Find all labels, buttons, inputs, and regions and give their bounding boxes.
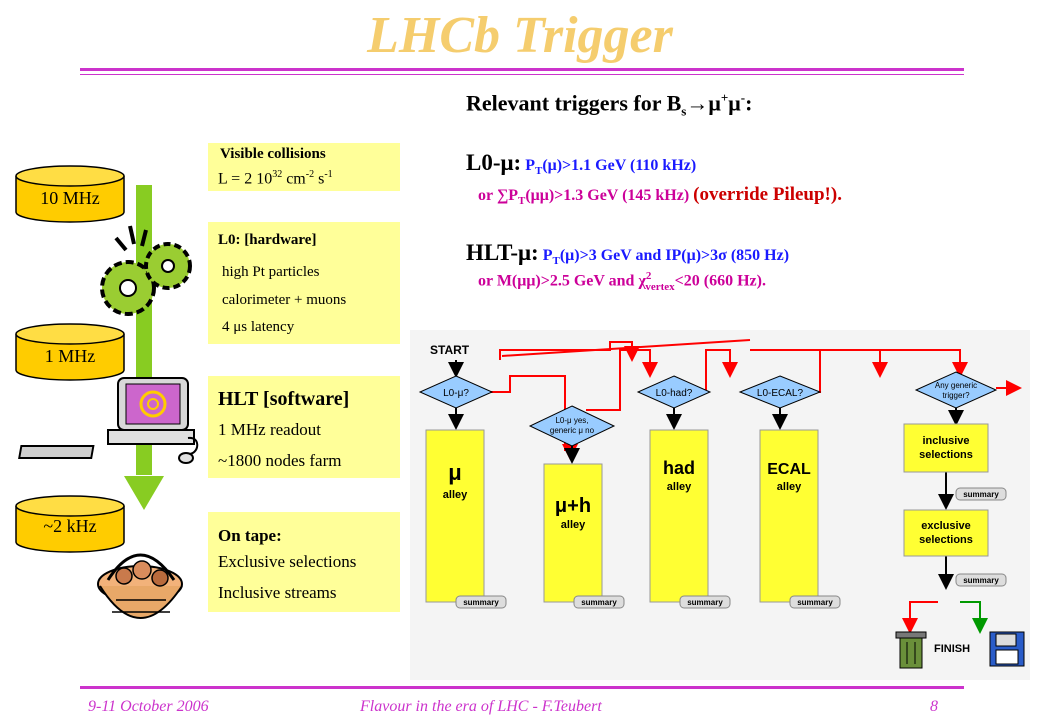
mu-alley-title: μ [448,460,461,485]
d3-label: L0-had? [656,388,693,399]
hlt-flowchart: START L0-μ? L0-μ yes, generic μ no L0-ha… [410,330,1030,680]
mu-alley-sub: alley [443,489,468,501]
l0-line-3: 4 μs latency [222,319,295,335]
diamond-l0-ecal [738,375,822,409]
diamond-any-generic [914,371,998,409]
summary-6: summary [963,576,999,585]
trash-can-icon [895,631,927,669]
summary-3: summary [687,598,723,607]
footer-date: 9-11 October 2006 [88,698,209,715]
d5-label-b: trigger? [942,391,970,400]
exclusive-label-a: exclusive [921,520,971,532]
hlt-mass-line: or M(μμ)>2.5 GeV and χ2vertex<20 (660 Hz… [478,270,766,293]
summary-labels: summary summary summary summary summary … [463,490,999,607]
exclusive-selections-box [903,509,989,557]
pipeline-arrow [124,476,164,510]
inclusive-label-b: selections [919,449,973,461]
had-alley-title: had [663,458,695,478]
inclusive-selections-box [903,423,989,473]
l0-mu-line: L0-μ: PT(μ)>1.1 GeV (110 kHz) [466,150,697,178]
l0-sum-pt-line: or ∑PT(μμ)>1.3 GeV (145 kHz) (override P… [478,184,842,208]
rate-cylinder-10mhz [15,165,125,223]
d1-label: L0-μ? [443,388,469,399]
l0-box-title: L0: [hardware] [218,232,317,248]
hlt-mu-line: HLT-μ: PT(μ)>3 GeV and IP(μ)>3σ (850 Hz) [466,240,790,268]
footer-talk: Flavour in the era of LHC - F.Teubert [360,698,602,715]
summary-badges [455,487,1007,609]
luminosity-text: L = 2 1032 cm-2 s-1 [218,169,333,188]
floppy-disk-icon [989,631,1025,667]
hlt-line-2: ~1800 nodes farm [218,451,342,470]
summary-4: summary [797,598,833,607]
on-tape-line-2: Inclusive streams [218,583,337,602]
had-alley-sub: alley [667,481,692,493]
diamond-l0-mu-yes [528,405,616,447]
d5-label-a: Any generic [935,381,977,390]
relevant-triggers-heading: Relevant triggers for Bs→μ+μ-: [466,90,753,119]
diamond-labels: L0-μ? L0-μ yes, generic μ no L0-had? L0-… [443,381,977,435]
basket-icon [97,553,183,619]
hlt-line-1: 1 MHz readout [218,420,321,439]
l0-line-2: calorimeter + muons [222,292,347,308]
had-alley-box [649,429,709,603]
on-tape-box: On tape: Exclusive selections Inclusive … [208,512,400,612]
mu-alley-box [425,429,485,603]
title-rule-top [80,68,964,71]
ecal-alley-sub: alley [777,481,802,493]
summary-2: summary [581,598,617,607]
gears-icon [100,242,192,316]
visible-collisions-box: Visible collisions L = 2 1032 cm-2 s-1 [208,143,400,191]
footer-page-number: 8 [930,698,938,715]
rate-10mhz-label: 10 MHz [40,188,100,208]
d2-label-b: generic μ no [550,426,595,435]
summary-5: summary [963,490,999,499]
spark-lines [114,225,148,252]
trigger-pipeline-graphic [18,185,199,619]
diamond-l0-had [636,375,712,409]
ecal-alley-title: ECAL [767,461,811,478]
rate-cylinder-2khz [15,495,125,553]
d4-label: L0-ECAL? [757,388,804,399]
mu-h-alley-title: μ+h [555,495,591,517]
decision-diamonds [418,371,998,447]
d2-label-a: L0-μ yes, [555,416,588,425]
mu-h-alley-box [543,463,603,603]
l0-hardware-box: L0: [hardware] high Pt particles calorim… [208,222,400,344]
green-finish-line [960,601,988,634]
hlt-software-box: HLT [software] 1 MHz readout ~1800 nodes… [208,376,400,478]
l0-line-1: high Pt particles [222,264,320,280]
mu-h-alley-sub: alley [561,519,586,531]
rate-cylinder-1mhz [15,323,125,381]
rate-2khz-label: ~2 kHz [43,516,97,536]
footer-rule [80,686,964,689]
inclusive-label-a: inclusive [922,435,969,447]
alley-labels: μ alley μ+h alley had alley ECAL alley i… [443,435,973,546]
computer-icon [18,377,199,464]
visible-collisions-title: Visible collisions [220,146,326,162]
hlt-box-title: HLT [software] [218,388,350,410]
exclusive-label-b: selections [919,534,973,546]
ecal-alley-box [759,429,819,603]
title-rule-thin [80,74,964,75]
on-tape-line-1: Exclusive selections [218,552,357,571]
alley-boxes [425,423,989,603]
slide-title: LHCb Trigger [367,7,673,64]
summary-1: summary [463,598,499,607]
diamond-l0-mu [418,375,494,409]
rate-1mhz-label: 1 MHz [44,346,96,366]
flow-start-label: START [430,343,470,357]
on-tape-title: On tape: [218,526,282,545]
flow-finish-label: FINISH [934,643,970,655]
